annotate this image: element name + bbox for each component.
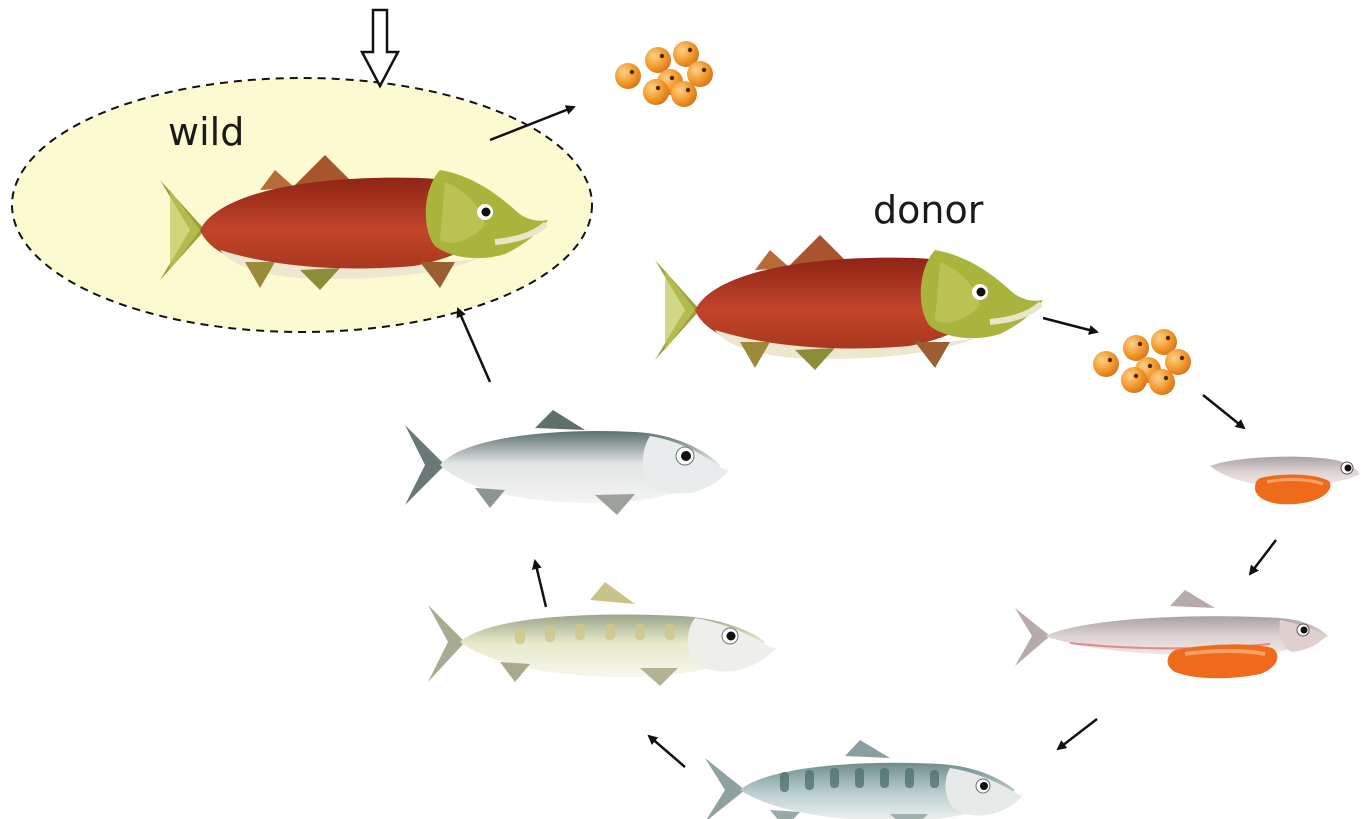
arrow-smolt-to-ocean-adult: [535, 561, 546, 607]
donor-egg-cluster: [1093, 329, 1191, 395]
donor-adult-salmon: [655, 235, 1043, 370]
smolt: [428, 582, 776, 686]
arrow-alevin-to-late-alevin: [1250, 540, 1276, 574]
silver-ocean-salmon: [405, 410, 729, 515]
alevin-early: [1210, 457, 1360, 505]
donor-label: donor: [873, 188, 984, 232]
arrow-fry-to-smolt: [649, 736, 685, 767]
wild-egg-cluster: [615, 41, 713, 107]
alevin-late: [1015, 590, 1328, 678]
arrow-late-alevin-to-fry: [1058, 719, 1097, 749]
arrow-ocean-adult-to-wild: [458, 309, 490, 382]
input-arrow: [362, 10, 398, 86]
arrow-donor-to-eggs: [1043, 318, 1097, 332]
wild-label: wild: [168, 110, 244, 154]
arrow-eggs-to-alevin: [1203, 395, 1244, 428]
fry: [705, 740, 1023, 819]
